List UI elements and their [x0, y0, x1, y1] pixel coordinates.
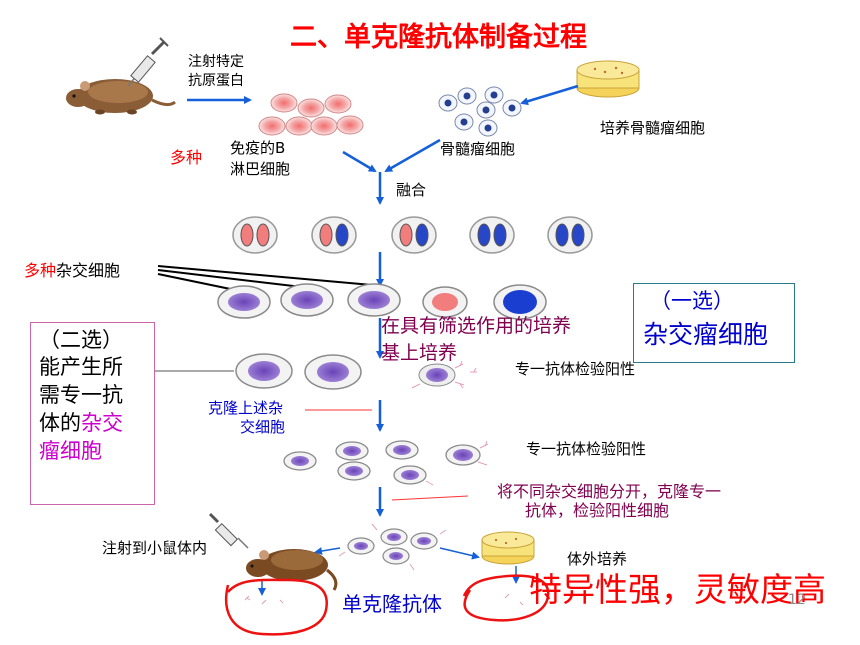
inject-antigen-label: 注射特定 — [188, 54, 244, 70]
final-cell-cluster — [338, 523, 447, 571]
mouse-icon — [66, 79, 176, 115]
first-select-value: 杂交瘤细胞 — [643, 320, 769, 349]
first-select-title: （一选） — [650, 289, 734, 313]
fusion-label: 融合 — [396, 181, 427, 199]
inject-antigen-label-2: 抗原蛋白 — [188, 73, 244, 89]
second-select-line-1: （二选） — [39, 328, 123, 352]
selected-hybrid-row — [235, 353, 477, 390]
separate-clone-label-2: 抗体，检验阳性细胞 — [525, 501, 670, 520]
myeloma-cell-label: 骨髓瘤细胞 — [440, 140, 516, 158]
many-kinds-label: 多种 — [170, 148, 203, 167]
hybrid-cell-label: 多种杂交细胞 — [24, 261, 120, 280]
culture-dish-icon — [481, 531, 535, 565]
second-select-prefix: 体的 — [39, 411, 81, 435]
page-title: 二、单克隆抗体制备过程 — [290, 22, 587, 53]
immune-b-label: 免疫的B — [230, 139, 286, 157]
page-number: 12 — [788, 592, 806, 608]
screen-medium-label-2: 基上培养 — [381, 342, 458, 364]
hybrid-cell-text: 杂交细胞 — [56, 261, 121, 280]
culture-dish-icon — [576, 60, 640, 98]
in-vitro-label: 体外培养 — [567, 550, 628, 568]
feature-label: 特异性强，灵敏度高 — [529, 570, 826, 609]
second-select-line-4: 体的杂交 — [39, 411, 123, 436]
mouse-icon — [246, 549, 338, 591]
second-select-highlight: 杂交 — [81, 411, 123, 435]
many-kinds-prefix: 多种 — [24, 261, 57, 280]
clone-hybrid-label-2: 交细胞 — [240, 418, 286, 436]
monoclonal-antibody-label: 单克隆抗体 — [342, 592, 442, 616]
syringe-icon — [127, 37, 169, 87]
handdrawn-circle-left — [224, 578, 328, 636]
immune-b-label-2: 淋巴细胞 — [230, 160, 291, 178]
clone-hybrid-label: 克隆上述杂 — [208, 399, 284, 417]
second-select-line-2: 能产生所 — [39, 355, 123, 379]
second-select-line-3: 需专一抗 — [39, 383, 123, 407]
handdrawn-circle-right — [462, 574, 550, 622]
antibody-test-label-1: 专一抗体检验阳性 — [515, 360, 636, 378]
second-select-line-5: 瘤细胞 — [39, 439, 102, 463]
antibody-test-label-2: 专一抗体检验阳性 — [526, 440, 647, 458]
second-select-box: （二选） 能产生所 需专一抗 体的杂交 瘤细胞 — [30, 322, 155, 505]
screen-medium-label: 在具有筛选作用的培养 — [381, 315, 572, 337]
cloned-cell-cluster — [283, 440, 489, 486]
b-lymphocyte-cluster — [258, 93, 364, 136]
first-select-box: （一选） 杂交瘤细胞 — [633, 283, 795, 363]
fused-cell-row — [232, 216, 593, 254]
inject-mouse-label: 注射到小鼠体内 — [102, 539, 208, 557]
antibody-marks — [244, 593, 524, 606]
myeloma-cell-cluster — [438, 86, 522, 137]
hybrid-cell-row — [217, 283, 547, 320]
syringe-icon — [208, 512, 249, 549]
culture-myeloma-label: 培养骨髓瘤细胞 — [600, 119, 706, 137]
separate-clone-label: 将不同杂交细胞分开，克隆专一 — [497, 482, 722, 501]
